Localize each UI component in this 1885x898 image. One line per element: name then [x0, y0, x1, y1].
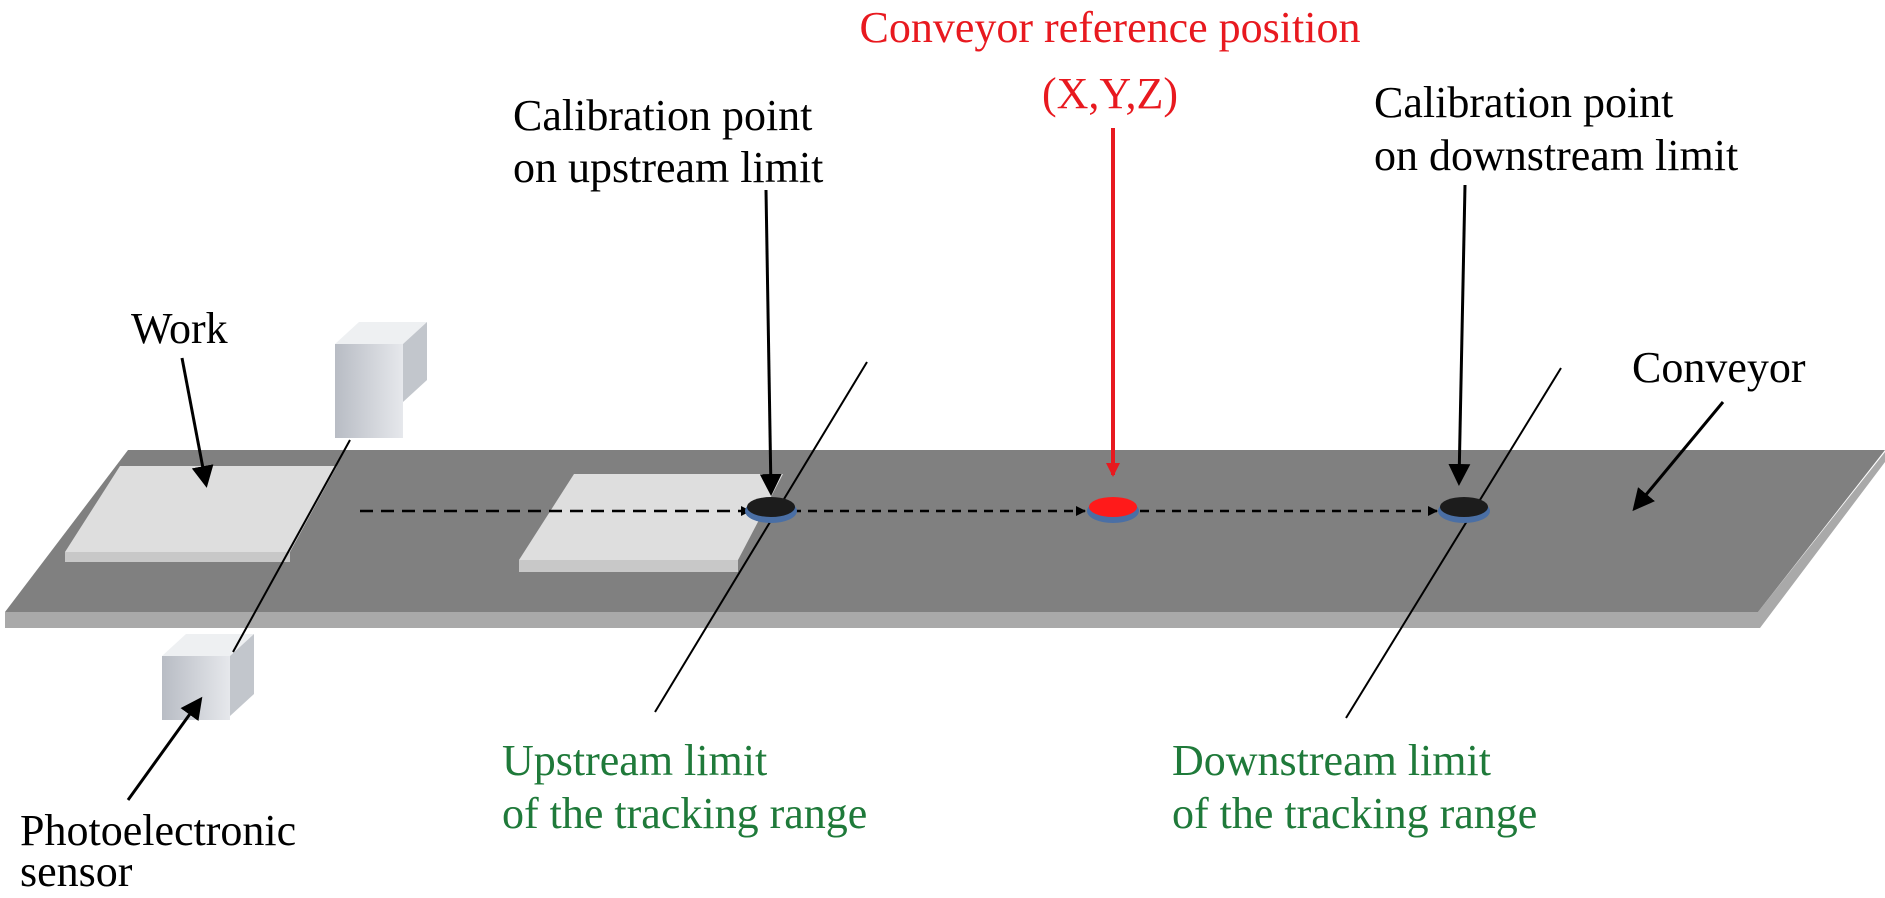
arrow-to-conveyor	[1632, 401, 1725, 512]
arrow-to-downstream-point	[1448, 184, 1471, 486]
conveyor-label: Conveyor	[1632, 343, 1806, 392]
reference-coords: (X,Y,Z)	[1042, 69, 1178, 118]
upstream-limit-line	[654, 361, 868, 713]
reference-point	[1087, 497, 1139, 523]
upstream-limit-label-line1: Upstream limit	[502, 736, 767, 785]
calibration-point-downstream	[1438, 497, 1490, 523]
sensor-label-line2: sensor	[20, 847, 133, 896]
calibration-point-upstream	[745, 497, 797, 523]
sensor-label-line1: Photoelectronic	[20, 806, 296, 855]
work-piece-middle	[519, 474, 783, 572]
sensor-bottom	[162, 634, 254, 720]
arrow-to-sensor	[126, 696, 203, 801]
reference-title: Conveyor reference position	[860, 3, 1361, 52]
sensor-beam-line	[232, 439, 351, 653]
downstream-limit-label-line1: Downstream limit	[1172, 736, 1491, 785]
downstream-point-label-line1: Calibration point	[1374, 78, 1673, 127]
arrow-to-work	[180, 357, 214, 488]
upstream-limit-label-line2: of the tracking range	[502, 789, 867, 838]
upstream-point-label-line2: on upstream limit	[513, 143, 823, 192]
conveyor-belt	[5, 450, 1885, 628]
downstream-limit-line	[1345, 367, 1562, 719]
downstream-point-label-line2: on downstream limit	[1374, 131, 1738, 180]
arrow-to-upstream-point	[759, 189, 782, 496]
downstream-limit-label-line2: of the tracking range	[1172, 789, 1537, 838]
upstream-point-label-line1: Calibration point	[513, 91, 812, 140]
sensor-top	[335, 322, 427, 438]
work-label: Work	[131, 304, 228, 353]
conveyor-top	[5, 450, 1885, 612]
work-piece-left	[65, 466, 337, 562]
